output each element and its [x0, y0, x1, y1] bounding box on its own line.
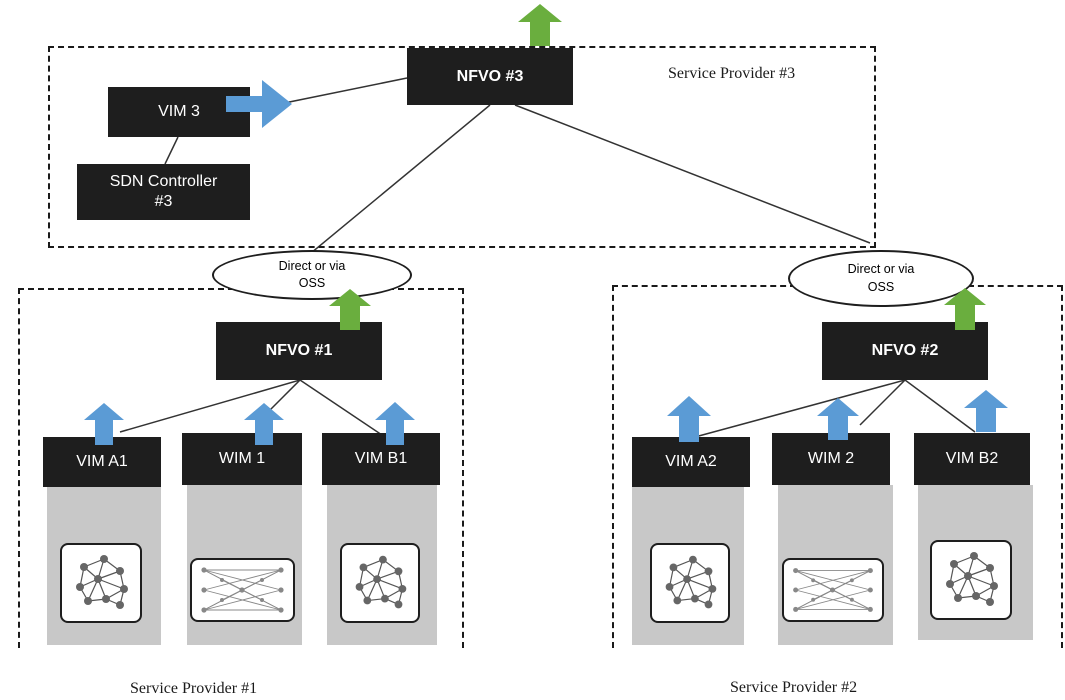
mesh-network-icon: [650, 543, 730, 623]
link-vim3-sdn3: [164, 136, 179, 165]
bipartite-network-icon: [190, 558, 295, 622]
arrow-up-icon: [244, 403, 284, 445]
link-nfvo1-wim1: [269, 379, 301, 411]
sdn-controller-3-node: SDN Controller #3: [77, 164, 250, 220]
link-nfvo2-vimb2: [904, 379, 976, 433]
mesh-network-icon: [60, 543, 142, 623]
provider-3-label: Service Provider #3: [668, 65, 796, 82]
provider-2-label: Service Provider #2: [730, 679, 858, 696]
arrow-right-icon: [226, 80, 292, 128]
link-nfvo3-nfvo2: [514, 104, 871, 244]
vim-b1-node: VIM B1: [322, 433, 440, 485]
vim-b2-node: VIM B2: [914, 433, 1030, 485]
link-nfvo1-vima1: [119, 379, 301, 433]
interface-right-ellipse: Direct or via OSS: [788, 250, 974, 307]
provider-3-boundary: [48, 46, 876, 248]
nfvo-1-node: NFVO #1: [216, 322, 382, 380]
bipartite-network-icon: [782, 558, 884, 622]
wim-2-node: WIM 2: [772, 433, 890, 485]
wim-1-node: WIM 1: [182, 433, 302, 485]
vim-a1-node: VIM A1: [43, 437, 161, 487]
mesh-network-icon: [930, 540, 1012, 620]
arrow-up-icon: [667, 396, 711, 442]
link-nfvo1-vimb1: [299, 379, 383, 436]
arrow-up-icon: [817, 398, 859, 440]
link-nfvo3-nfvo1: [304, 104, 491, 259]
arrow-up-icon: [329, 289, 371, 330]
vim-a2-node: VIM A2: [632, 437, 750, 487]
link-nfvo2-vima2: [694, 379, 906, 438]
arrow-up-icon: [375, 402, 415, 445]
mesh-network-icon: [340, 543, 420, 623]
arrow-up-icon: [84, 403, 124, 445]
nfvo-3-node: NFVO #3: [407, 48, 573, 105]
nfvo-2-node: NFVO #2: [822, 322, 988, 380]
interface-left-ellipse: Direct or via OSS: [212, 250, 412, 300]
arrow-up-icon: [964, 390, 1008, 432]
provider-1-label: Service Provider #1: [130, 680, 258, 697]
link-nfvo2-wim2: [859, 379, 906, 426]
arrow-up-icon: [518, 4, 562, 46]
arrow-up-icon: [944, 288, 986, 330]
